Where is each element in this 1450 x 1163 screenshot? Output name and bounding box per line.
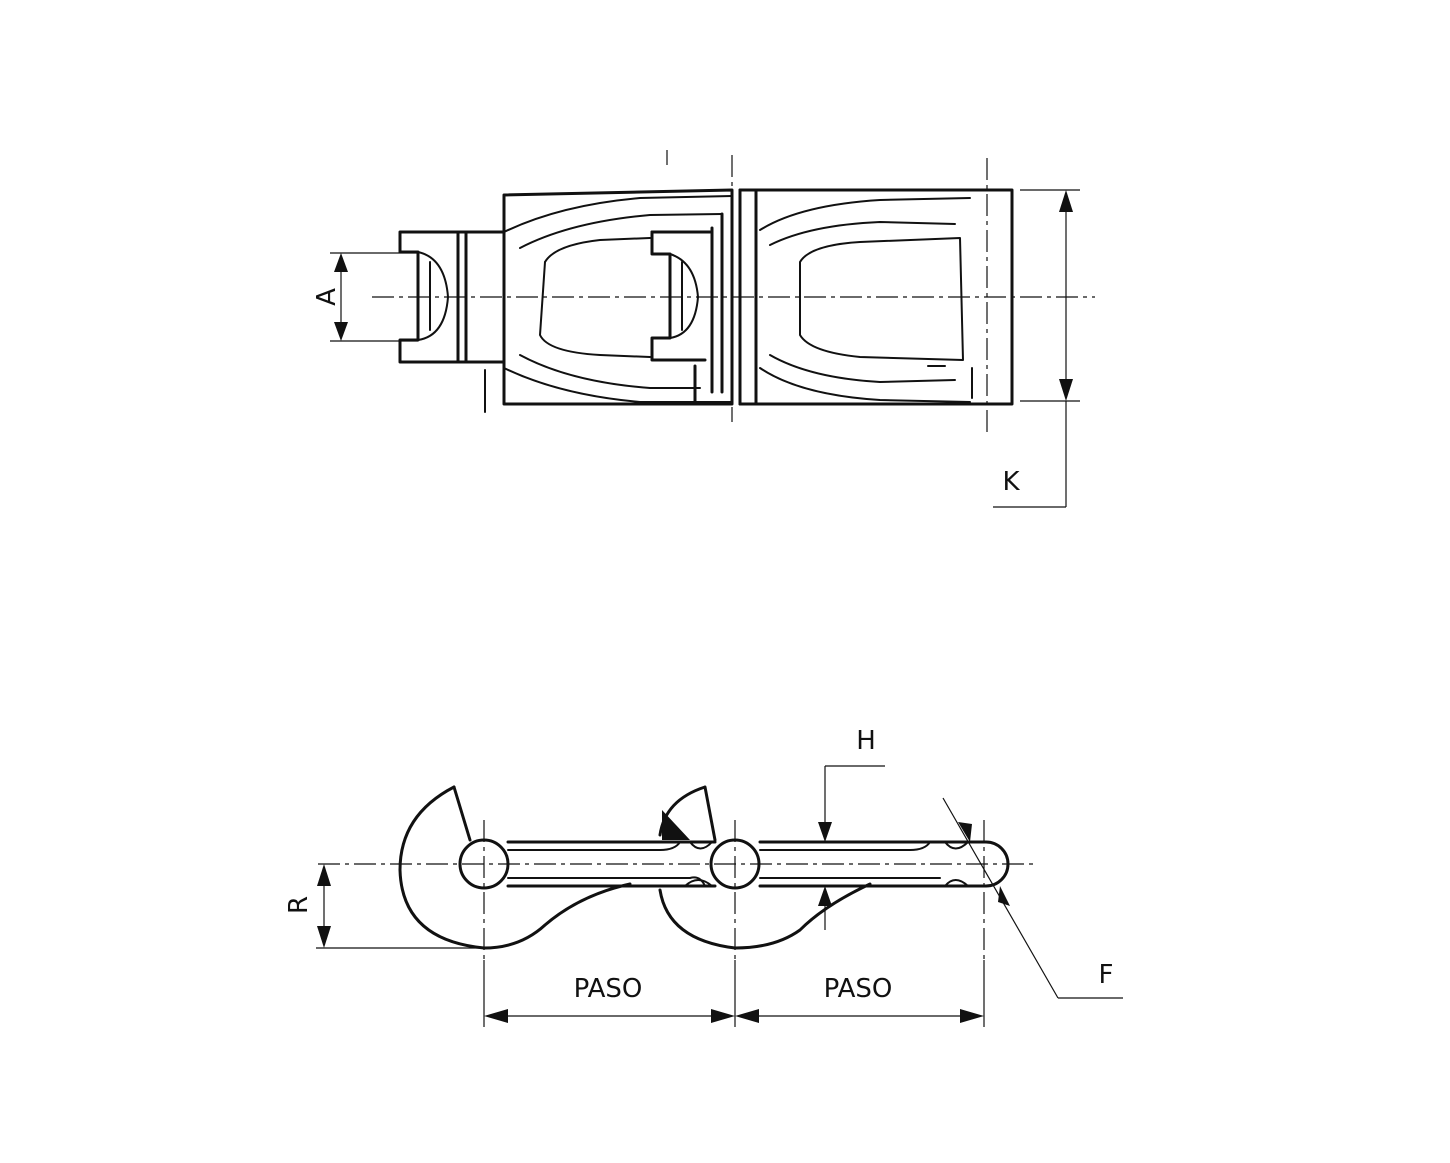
label-paso-2: PASO: [824, 974, 893, 1004]
label-a: A: [312, 288, 342, 306]
left-link-body: [502, 188, 734, 406]
dimension-r: R: [284, 864, 484, 949]
left-link-bar: [506, 840, 717, 888]
label-r: R: [284, 896, 314, 914]
middle-prong: [650, 230, 712, 362]
middle-hook: [658, 785, 872, 950]
right-link-bar: [758, 840, 1010, 888]
label-h: H: [856, 726, 876, 756]
dimension-k: K: [993, 189, 1080, 508]
dimension-paso-2: PASO: [735, 960, 985, 1027]
dimension-a: A: [312, 252, 418, 342]
left-prong: [398, 230, 506, 413]
dimension-h: H: [818, 726, 885, 930]
dimension-f: F: [942, 797, 1123, 999]
right-link-body: [738, 188, 1014, 406]
label-f: F: [1099, 960, 1114, 990]
left-hook: [398, 785, 632, 950]
top-view: A K: [312, 150, 1095, 508]
label-k: K: [1002, 467, 1020, 497]
label-paso-1: PASO: [574, 974, 643, 1004]
side-view: H R F PASO: [284, 726, 1123, 1027]
dimension-paso-1: PASO: [483, 960, 736, 1027]
